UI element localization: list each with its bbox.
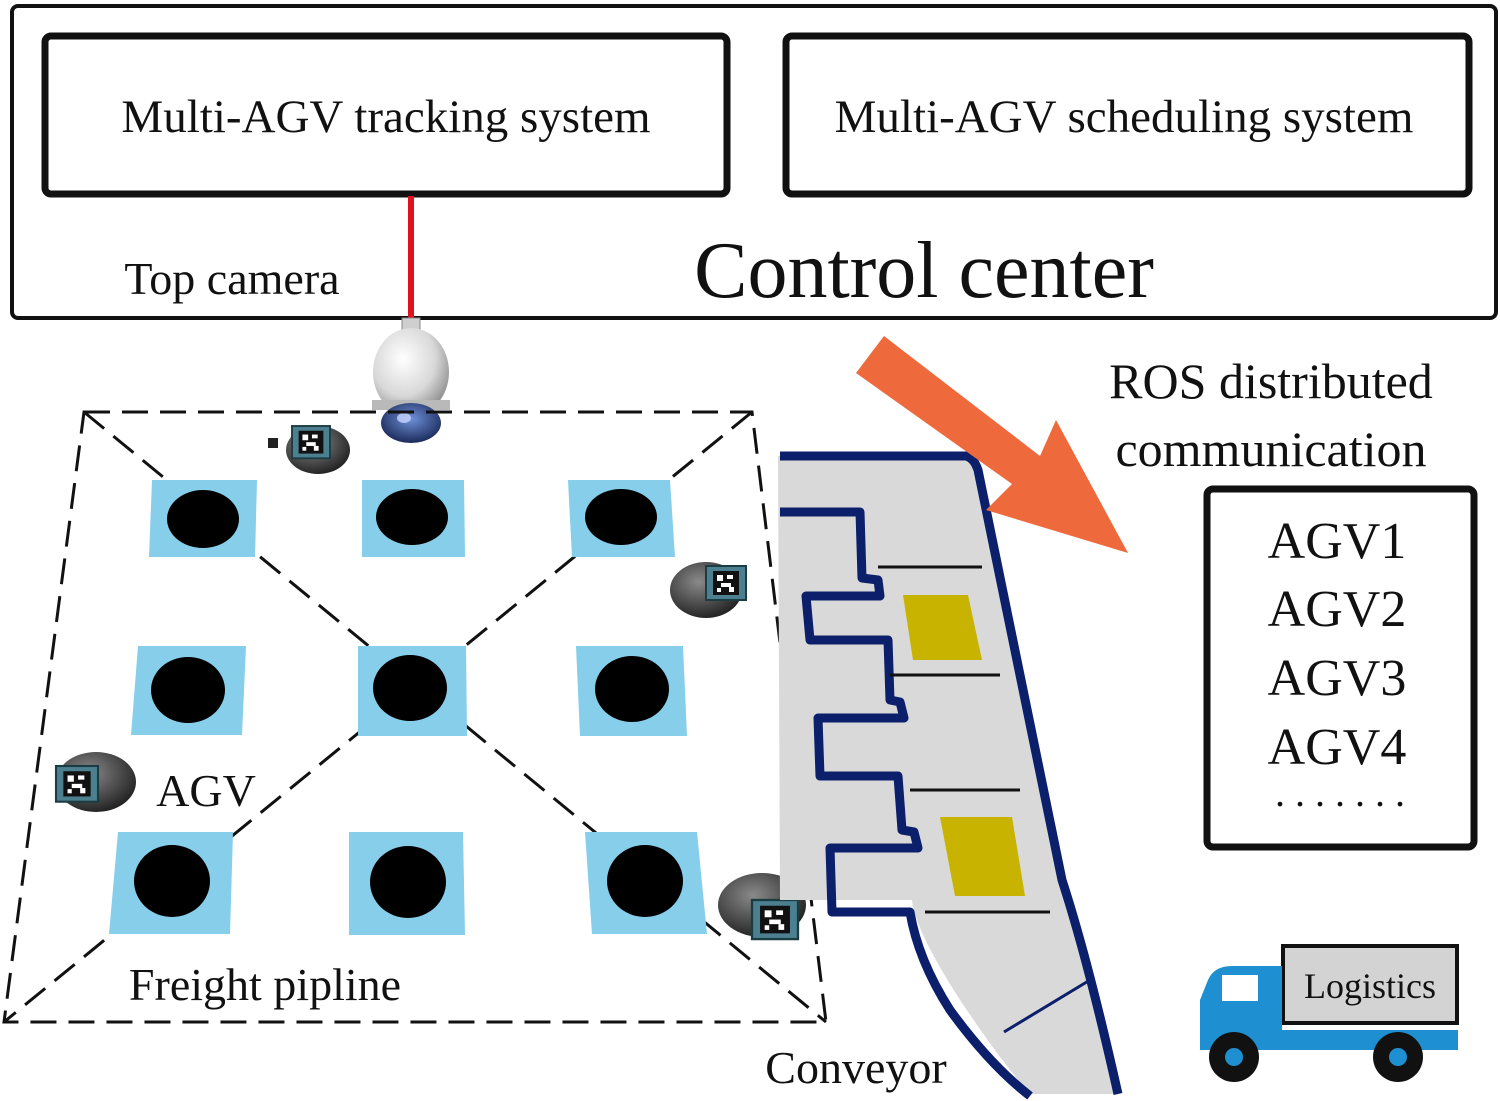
- scheduling-system-label: Multi-AGV scheduling system: [835, 91, 1414, 143]
- truck-label: Logistics: [1304, 966, 1436, 1006]
- cargo-box: [903, 595, 982, 660]
- agv-list-box: [1203, 485, 1478, 851]
- dome-camera-icon: [372, 317, 450, 443]
- cargo-box: [940, 817, 1025, 896]
- agv-list-item: AGV2: [1268, 581, 1407, 638]
- station: [585, 832, 707, 934]
- station: [149, 480, 257, 557]
- top-camera-label: Top camera: [124, 253, 339, 304]
- freight-pipeline-label: Freight pipline: [129, 959, 401, 1010]
- station-grid: [109, 480, 707, 935]
- station: [131, 646, 246, 735]
- agv-list-ellipsis: . . . . . . .: [1275, 770, 1405, 815]
- agv-label: AGV: [156, 765, 256, 816]
- conveyor-label: Conveyor: [765, 1042, 946, 1093]
- agv-robot-icon: [670, 562, 747, 618]
- conveyor: [778, 451, 1123, 1100]
- station: [109, 832, 233, 934]
- ros-communication-line2: communication: [1115, 421, 1426, 477]
- agv-list-item: AGV1: [1268, 513, 1407, 570]
- station: [349, 832, 465, 935]
- scheduling-system-box: [782, 32, 1473, 198]
- station: [362, 480, 465, 557]
- station: [568, 480, 675, 557]
- agv-list-item: AGV3: [1268, 650, 1407, 707]
- truck-icon: [1200, 944, 1459, 1082]
- ros-communication-line1: ROS distributed: [1109, 353, 1433, 409]
- agv-robot-icon: [54, 752, 136, 812]
- station: [358, 646, 467, 736]
- agv-robot-icon: [268, 425, 350, 474]
- tracking-system-label: Multi-AGV tracking system: [121, 91, 650, 143]
- tracking-system-box: [41, 32, 731, 198]
- agv-list-item: AGV4: [1268, 719, 1407, 776]
- station: [576, 646, 687, 736]
- control-center-title: Control center: [694, 227, 1154, 315]
- communication-arrow-icon: [856, 336, 1128, 553]
